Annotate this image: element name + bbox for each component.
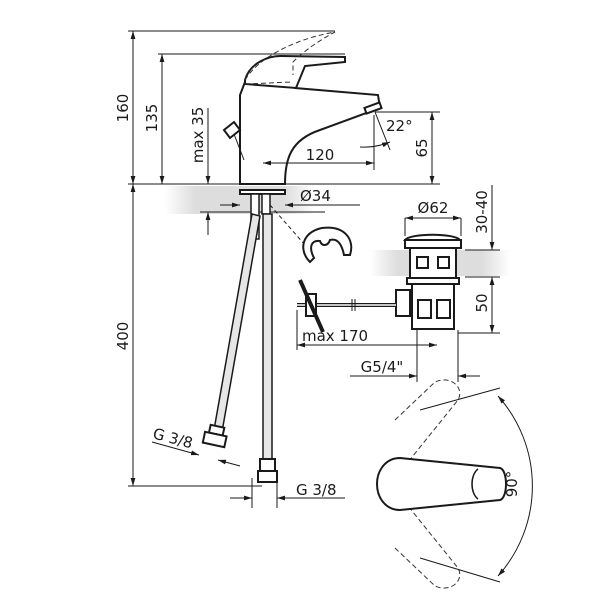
- label-drain-thread: G5/4": [361, 358, 404, 376]
- label-drain-cap-diameter: Ø62: [418, 199, 449, 217]
- label-spout-height: 135: [143, 104, 161, 133]
- label-lever-rotation: 90°: [503, 471, 521, 498]
- label-drain-body-height: 50: [473, 293, 491, 312]
- label-aerator-angle: 22°: [386, 117, 413, 135]
- label-max-thickness: max 35: [189, 107, 207, 164]
- label-total-height: 160: [114, 94, 132, 123]
- label-mounting-hole: Ø34: [300, 187, 331, 205]
- label-hose-thread-2: G 3/8: [296, 481, 337, 499]
- dimension-labels: 160 135 max 35 400 120 22° 65 Ø34 Ø62 30…: [114, 94, 521, 499]
- pop-up-drain: [297, 233, 462, 333]
- lever-top-view: [375, 379, 533, 589]
- label-hose-length: 400: [114, 322, 132, 351]
- label-spout-clearance: 65: [413, 138, 431, 157]
- faucet-body: [222, 31, 391, 185]
- label-drain-rod: max 170: [302, 327, 368, 345]
- label-drain-cap-height: 30-40: [473, 190, 491, 234]
- dimension-lines: [130, 31, 500, 508]
- supply-hoses: [201, 213, 278, 483]
- label-spout-reach: 120: [306, 146, 335, 164]
